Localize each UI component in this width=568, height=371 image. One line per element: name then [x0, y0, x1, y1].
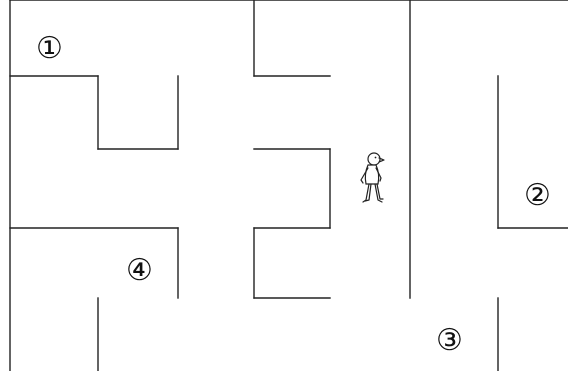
marker-3: ③ [436, 323, 463, 358]
maze-outer-walls [10, 0, 568, 371]
marker-2: ② [524, 178, 551, 213]
maze-inner-walls [10, 0, 568, 371]
walking-person-icon [361, 153, 384, 202]
marker-4: ④ [126, 253, 153, 288]
marker-1: ① [36, 31, 63, 66]
maze-markers: ① ② ③ ④ [36, 31, 551, 358]
